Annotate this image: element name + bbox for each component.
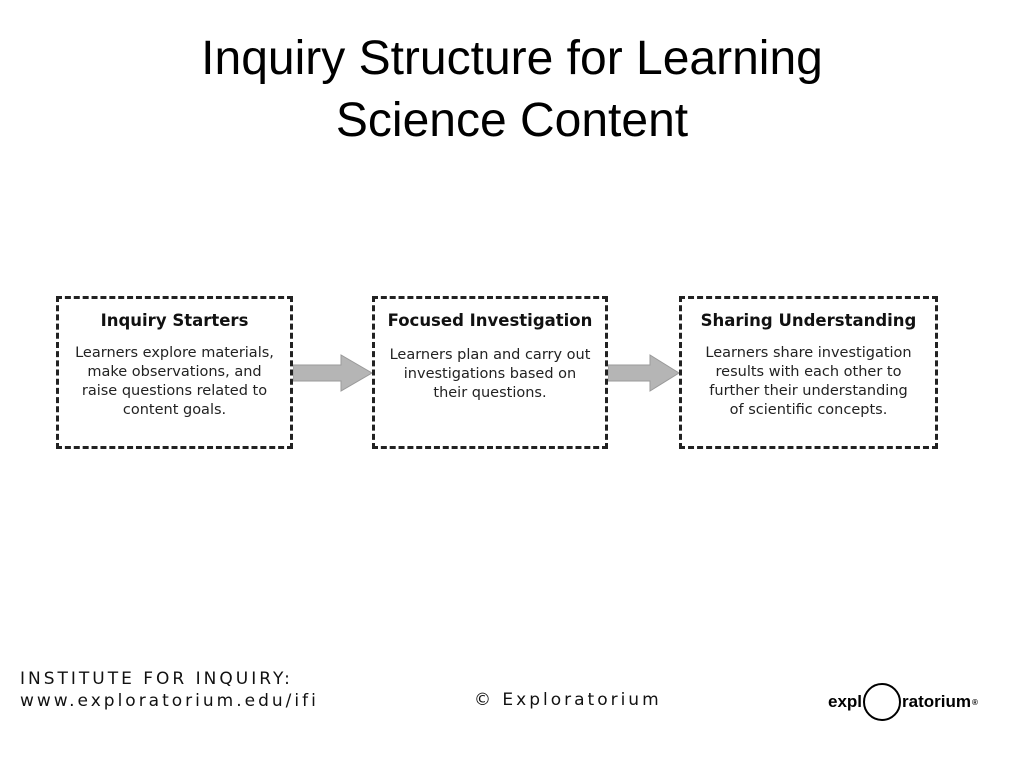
logo-circle-icon xyxy=(863,683,902,721)
step-box-inquiry-starters: Inquiry Starters Learners explore materi… xyxy=(56,296,293,449)
title-line-1: Inquiry Structure for Learning xyxy=(201,32,823,85)
institute-url: www.exploratorium.edu/ifi xyxy=(20,691,319,711)
arrow-right-icon xyxy=(608,354,680,392)
copyright-notice: © Exploratorium xyxy=(474,690,662,710)
logo-text-left: expl xyxy=(828,692,863,711)
step-description: Learners plan and carry out investigatio… xyxy=(389,347,591,401)
step-heading: Inquiry Starters xyxy=(100,311,249,330)
step-description: Learners explore materials, make observa… xyxy=(75,345,274,418)
registered-mark: ® xyxy=(972,697,978,707)
institute-credit: INSTITUTE FOR INQUIRY: www.exploratorium… xyxy=(20,668,319,712)
arrow-right-icon xyxy=(293,354,373,392)
exploratorium-logo: expl ratorium ® xyxy=(828,680,978,724)
step-box-focused-investigation: Focused Investigation Learners plan and … xyxy=(372,296,608,449)
step-description: Learners share investigation results wit… xyxy=(705,345,912,418)
step-box-sharing-understanding: Sharing Understanding Learners share inv… xyxy=(679,296,938,449)
logo-text-right: ratorium xyxy=(902,692,971,711)
step-heading: Focused Investigation xyxy=(387,311,593,330)
page-title: Inquiry Structure for Learning Science C… xyxy=(0,28,1024,152)
title-line-2: Science Content xyxy=(335,94,689,147)
step-heading: Sharing Understanding xyxy=(700,311,917,330)
institute-name: INSTITUTE FOR INQUIRY: xyxy=(20,669,293,689)
